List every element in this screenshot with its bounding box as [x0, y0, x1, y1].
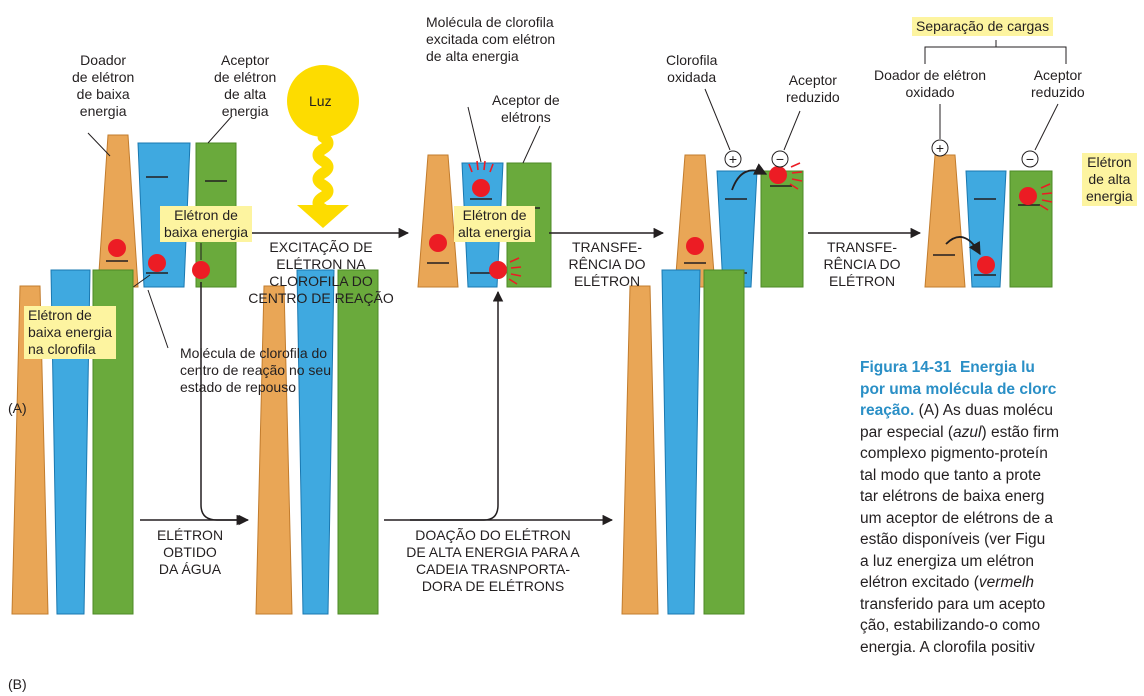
figure-caption: Figura 14-31 Energia lu por uma molécula…: [860, 359, 1059, 656]
svg-text:−: −: [1026, 151, 1034, 167]
transfer-arrow: [945, 236, 981, 256]
light-arrowhead: [297, 205, 349, 228]
figure-number: Figura 14-31: [860, 359, 952, 376]
minus-charge-icon: −: [1021, 150, 1039, 168]
energy-rays-icon: [508, 257, 522, 285]
acceptor-molecule: [760, 170, 804, 288]
excited-electron: [472, 179, 490, 197]
high-energy-electron: [769, 166, 787, 184]
leader-line: [467, 106, 482, 163]
donor-molecule: [417, 154, 459, 288]
electron-exit-arrow: [410, 290, 504, 521]
light-source: [287, 65, 359, 228]
electron: [686, 237, 704, 255]
charge-separation-bracket: [924, 40, 1067, 64]
leader-line: [147, 289, 169, 349]
leader-line: [87, 132, 111, 157]
plus-charge-icon: +: [724, 150, 742, 168]
leader-line: [1034, 103, 1059, 151]
energy-rays-icon: [1039, 183, 1053, 211]
leader-line: [522, 125, 541, 164]
energy-rays-icon: [789, 162, 803, 190]
donor-molecule: [255, 285, 293, 615]
transfer-arrow: [731, 163, 768, 191]
minus-charge-icon: −: [771, 150, 789, 168]
svg-text:+: +: [729, 151, 737, 167]
molecule-group-a4: [924, 154, 1053, 288]
donor-molecule: [11, 285, 49, 615]
sun-icon: [287, 65, 359, 137]
acceptor-molecule: [703, 269, 745, 615]
light-label: Luz: [309, 93, 332, 109]
molecule-group-a3: [674, 154, 804, 288]
incoming-electron: [192, 261, 210, 279]
leader-line: [704, 88, 731, 151]
outgoing-electron: [489, 261, 507, 279]
svg-text:−: −: [776, 151, 784, 167]
molecule-group-b3: [621, 269, 745, 615]
electron: [977, 256, 995, 274]
charge-separation-label: Separação de cargas: [912, 17, 1054, 36]
light-wave-icon: [312, 131, 334, 215]
electron-entry-arrow: [200, 282, 250, 526]
plus-charge-icon: +: [931, 139, 949, 157]
leader-line: [783, 110, 801, 151]
donor-molecule: [674, 154, 716, 288]
panel-b-label: (B): [8, 676, 27, 692]
electron: [148, 254, 166, 272]
donor-molecule: [97, 134, 139, 288]
svg-text:+: +: [936, 140, 944, 156]
donor-molecule: [621, 285, 659, 615]
electron: [108, 239, 126, 257]
molecule-group-b2: [255, 269, 379, 615]
electron: [429, 234, 447, 252]
chlorophyll-molecule: [296, 269, 335, 615]
chlorophyll-molecule: [716, 170, 758, 288]
acceptor-molecule: [337, 269, 379, 615]
leader-line: [207, 115, 233, 144]
high-energy-electron: [1019, 187, 1037, 205]
excitation-rays-icon: [468, 160, 494, 173]
chlorophyll-molecule: [661, 269, 701, 615]
donor-molecule: [924, 154, 966, 288]
panel-a-label: (A): [8, 400, 27, 416]
